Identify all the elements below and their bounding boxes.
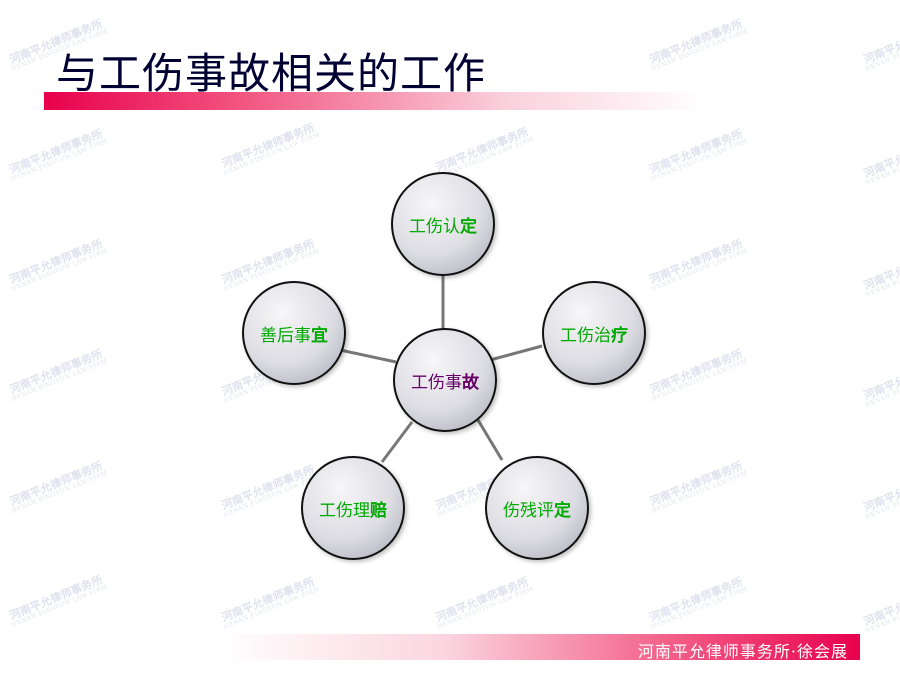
node-work-injury-compensation: 工伤理赔 [301,456,405,560]
node-aftermath-matters: 善后事宜 [242,281,346,385]
node-work-injury-treatment: 工伤治疗 [542,281,646,385]
connector-bottom-right [476,419,504,461]
connector-left [339,348,397,364]
slide-title: 与工伤事故相关的工作 [56,49,487,98]
connector-bottom-left [380,421,414,463]
node-work-injury-recognition: 工伤认定 [391,172,495,276]
title-underline-bar [44,92,704,110]
footer-text: 河南平允律师事务所·徐会展 [637,642,848,661]
footer-bar [220,634,860,660]
node-center-work-injury-accident: 工伤事故 [393,328,497,432]
node-disability-assessment: 伤残评定 [485,456,589,560]
connector-right [489,344,543,362]
